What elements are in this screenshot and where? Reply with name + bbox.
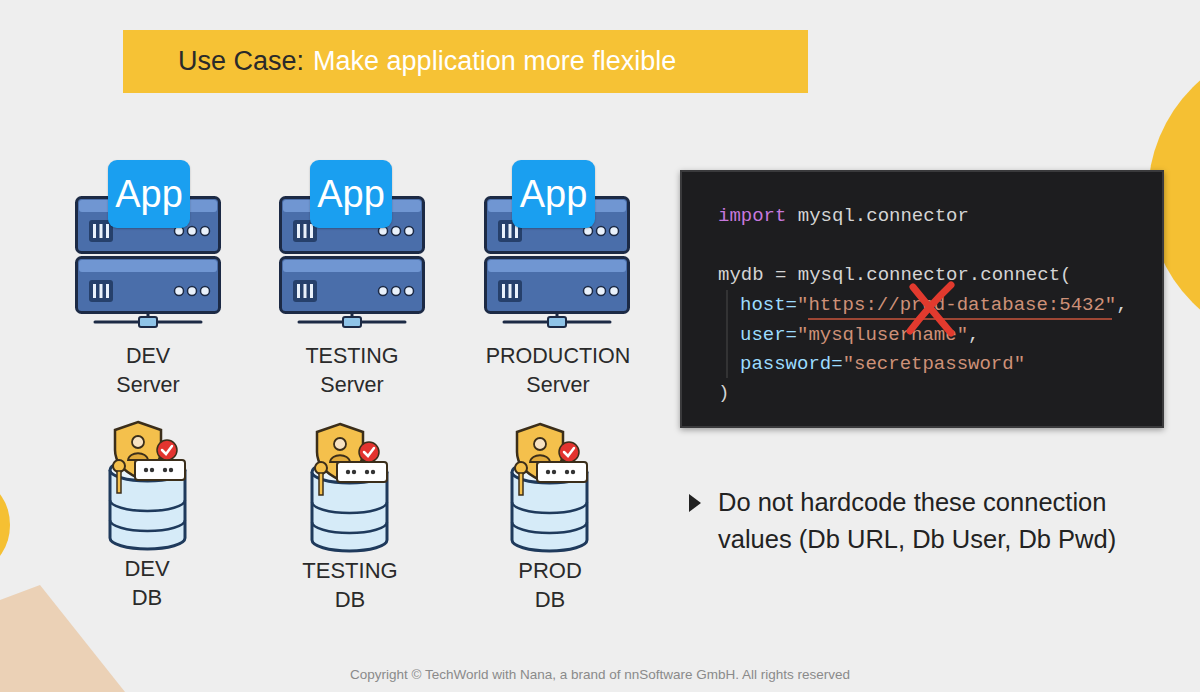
label-box: DEV Server [72, 342, 224, 400]
database-label: TESTING DB [302, 556, 397, 614]
note-text: Do not hardcode these connection values … [718, 484, 1158, 558]
database-label: PROD DB [518, 556, 582, 614]
copyright-note: Copyright © TechWorld with Nana, a brand… [0, 666, 1200, 684]
label-box: TESTING DB [290, 556, 410, 614]
code-token: mysql.connector [798, 205, 969, 227]
bullet-marker [689, 494, 701, 512]
server-label: TESTING Server [305, 342, 398, 400]
banner-text: Use Case: [178, 46, 304, 77]
server-node: DEV Server App [72, 158, 224, 398]
database-node: DEV DB [97, 418, 197, 608]
app-label: App [520, 173, 588, 216]
database-icon [110, 422, 185, 549]
code-token: user= [740, 324, 797, 346]
code-token: "https://prod-database:5432" [797, 294, 1116, 316]
database-node: PROD DB [490, 420, 610, 610]
indent-guide [727, 290, 728, 378]
code-token: , [1116, 294, 1127, 316]
edge-decoration [0, 485, 10, 565]
database-node: TESTING DB [290, 420, 410, 610]
code-panel: import mysql.connector mydb = mysql.connec… [680, 170, 1164, 428]
app-label: App [317, 173, 385, 216]
database-label: DEV DB [124, 554, 169, 612]
string-underline [808, 318, 1112, 320]
app-badge: App [108, 160, 190, 228]
label-box: PROD DB [490, 556, 610, 614]
code-token: import [718, 205, 786, 227]
code-token: password= [740, 353, 843, 375]
server-label: PRODUCTION Server [486, 342, 631, 400]
cross-mark [913, 287, 951, 333]
code-token: "mysqlusername" [797, 324, 968, 346]
label-box: TESTING Server [276, 342, 428, 400]
app-label: App [115, 173, 183, 216]
code-line: mydb = mysql.connector.connect( [718, 260, 1071, 290]
database-icon [312, 424, 387, 551]
title-banner: Use Case: Make application more flexible [123, 30, 808, 93]
server-node: PRODUCTION Server App [480, 158, 636, 398]
code-token: , [968, 324, 979, 346]
code-line: import mysql.connector [718, 201, 969, 231]
label-box: DEV DB [97, 554, 197, 612]
server-label: DEV Server [116, 342, 179, 400]
banner-text: Make application more flexible [313, 46, 676, 77]
corner-decoration [0, 585, 125, 692]
code-line: host="https://prod-database:5432", [740, 290, 1128, 320]
code-line: password="secretpassword" [740, 349, 1025, 379]
app-badge: App [512, 160, 595, 228]
code-token: host= [740, 294, 797, 316]
database-icon [512, 424, 587, 551]
label-box: PRODUCTION Server [480, 342, 636, 400]
server-node: TESTING Server App [276, 158, 428, 398]
code-token: ) [718, 382, 729, 404]
app-badge: App [310, 160, 392, 228]
code-token: mydb = mysql.connector.connect( [718, 264, 1071, 286]
cross-mark [910, 285, 951, 331]
code-token: "secretpassword" [843, 353, 1025, 375]
code-line: ) [718, 378, 729, 408]
code-line: user="mysqlusername", [740, 320, 979, 350]
